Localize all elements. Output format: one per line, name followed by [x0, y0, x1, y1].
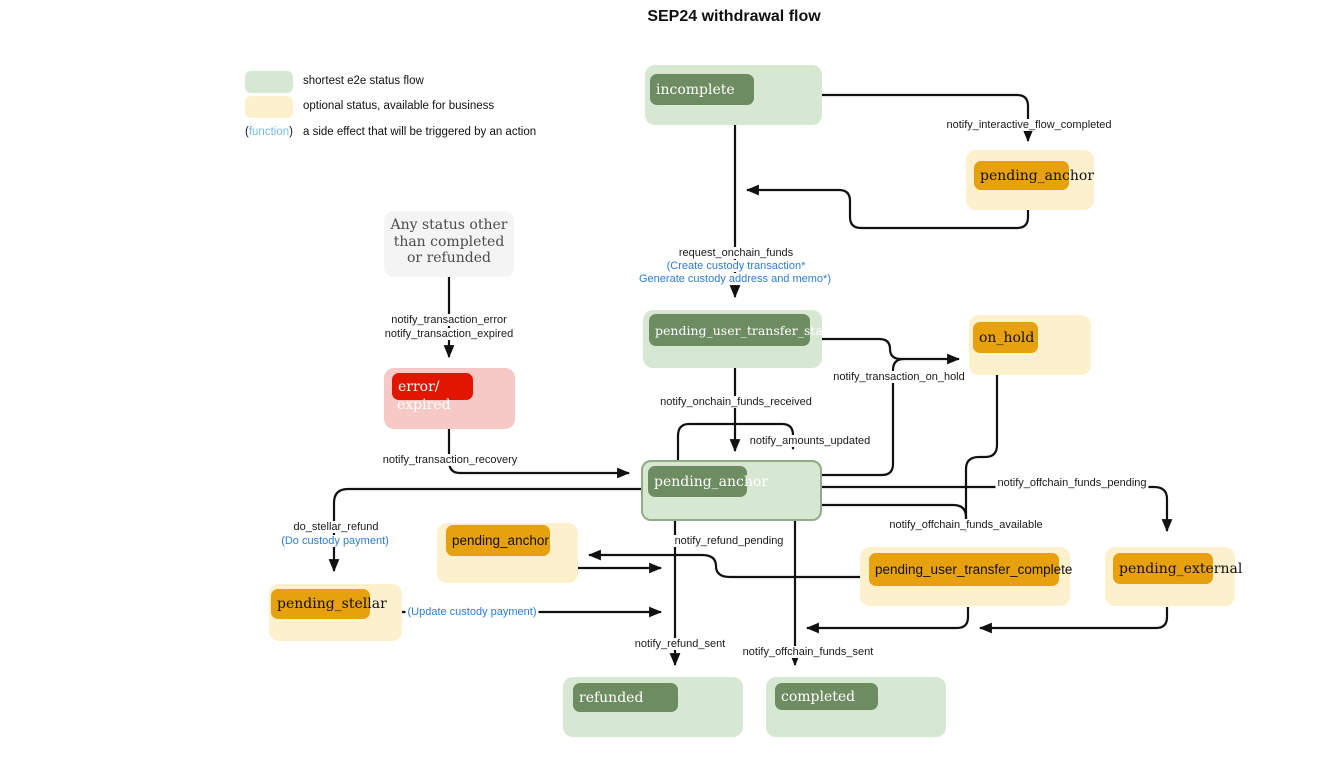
legend-function-token: (function) [245, 126, 293, 138]
node-pending-user-transfer-complete: pending_user_transfer_complete [860, 547, 1072, 606]
node-pending-stellar-chip: pending_stellar [271, 589, 387, 619]
edge-puts-to-on-hold [822, 337, 961, 365]
edge-putc-merge-to-completed [805, 607, 970, 634]
legend-yellow-swatch [245, 96, 293, 118]
label-generate-custody-address: Generate custody address and memo*) [637, 273, 833, 285]
label-notify-transaction-expired: notify_transaction_expired [382, 328, 516, 340]
edge-pending-external-merge [978, 607, 1169, 634]
node-completed-chip: completed [775, 683, 878, 710]
node-pending-anchor-main-chip: pending_anchor [648, 466, 768, 497]
node-expired-label: expired [397, 397, 451, 413]
node-on-hold: on_hold [969, 315, 1091, 375]
node-refunded-chip: refunded [573, 683, 678, 712]
node-incomplete: incomplete [645, 65, 822, 125]
label-notify-onchain-funds-received: notify_onchain_funds_received [658, 396, 814, 408]
label-notify-refund-pending: notify_refund_pending [672, 535, 786, 547]
paren-close: ) [289, 126, 293, 138]
node-refunded: refunded [563, 677, 743, 737]
edge-pending-anchor-top-return [745, 184, 1030, 230]
label-do-custody-payment: (Do custody payment) [279, 535, 391, 547]
label-update-custody-payment: (Update custody payment) [405, 606, 539, 618]
label-notify-transaction-on-hold: notify_transaction_on_hold [831, 371, 967, 383]
function-word: function [248, 126, 290, 138]
node-pending-anchor-main: pending_anchor [641, 460, 822, 521]
edge-pending-anchor-to-pending-stellar [328, 487, 641, 573]
legend-green-swatch [245, 71, 293, 93]
label-notify-offchain-funds-available: notify_offchain_funds_available [887, 519, 1045, 531]
node-puts-chip: pending_user_transfer_start [649, 314, 834, 346]
node-any-status: Any status other than completed or refun… [384, 211, 514, 277]
node-pending-anchor-top: pending_anchor [966, 150, 1094, 210]
legend-green-label: shortest e2e status flow [303, 75, 424, 87]
diagram-title: SEP24 withdrawal flow [647, 8, 821, 25]
label-notify-transaction-error: notify_transaction_error [389, 314, 509, 326]
label-notify-interactive-flow-completed: notify_interactive_flow_completed [944, 119, 1114, 131]
label-notify-refund-sent: notify_refund_sent [632, 638, 728, 650]
edge-incomplete-to-pending-anchor-top [822, 93, 1034, 143]
edge-on-hold-to-putc [960, 375, 999, 533]
node-on-hold-chip: on_hold [973, 322, 1038, 353]
edge-putc-to-pending-anchor-small [587, 549, 860, 579]
node-error-chip: error/ [392, 373, 473, 400]
label-create-custody-transaction: (Create custody transaction* [664, 260, 808, 272]
label-notify-offchain-funds-sent: notify_offchain_funds_sent [740, 646, 876, 658]
node-incomplete-chip: incomplete [650, 74, 754, 105]
node-putc-chip: pending_user_transfer_complete [869, 553, 1072, 586]
edge-pending-anchor-to-on-hold [822, 357, 905, 477]
node-pending-anchor-top-chip: pending_anchor [974, 161, 1094, 190]
node-pending-anchor-small-chip: pending_anchor [446, 525, 550, 556]
paren-open: ( [245, 126, 249, 138]
node-pending-external: pending_external [1105, 547, 1242, 606]
legend-yellow-label: optional status, available for business [303, 100, 495, 112]
node-completed: completed [766, 677, 946, 737]
node-error-expired: error/ expired [384, 368, 515, 429]
label-notify-offchain-funds-pending: notify_offchain_funds_pending [995, 477, 1149, 489]
node-pending-user-transfer-start: pending_user_transfer_start [643, 310, 834, 368]
edge-error-to-pending-anchor [447, 429, 631, 479]
node-pending-external-chip: pending_external [1113, 553, 1242, 584]
edge-pending-anchor-to-pending-external [822, 485, 1173, 533]
edge-pending-anchor-to-putc [822, 503, 968, 522]
node-pending-stellar: pending_stellar [269, 584, 402, 641]
label-notify-transaction-recovery: notify_transaction_recovery [380, 454, 520, 466]
legend-function-label: a side effect that will be triggered by … [303, 126, 537, 138]
label-request-onchain-funds: request_onchain_funds [676, 247, 796, 259]
label-do-stellar-refund: do_stellar_refund [291, 521, 381, 533]
node-pending-anchor-small: pending_anchor [437, 523, 578, 583]
label-notify-amounts-updated: notify_amounts_updated [747, 435, 873, 447]
edge-pending-anchor-self-loop [676, 422, 799, 460]
